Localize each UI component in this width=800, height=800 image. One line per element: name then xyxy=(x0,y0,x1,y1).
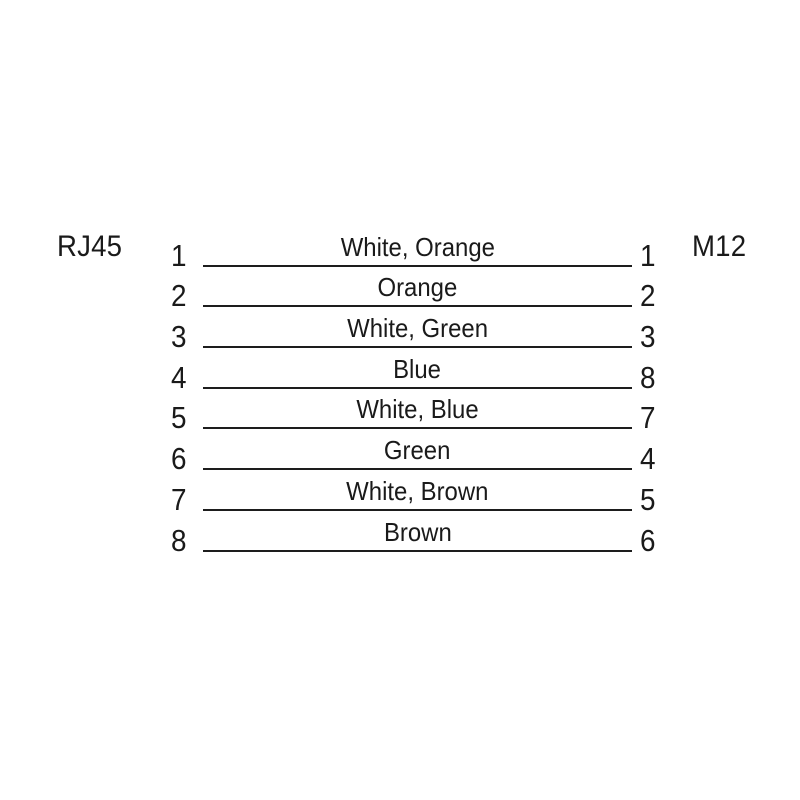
wire-line xyxy=(203,387,632,389)
wire-color-label: Green xyxy=(384,435,451,465)
wire-color-label: White, Orange xyxy=(340,232,495,262)
left-pin-number: 7 xyxy=(171,482,187,517)
left-pin-number: 3 xyxy=(171,319,187,354)
left-pin-number: 5 xyxy=(171,400,187,435)
wire-color-label: White, Green xyxy=(347,313,488,343)
left-pin-number: 8 xyxy=(171,523,187,558)
wire-line xyxy=(203,265,632,267)
wire-line xyxy=(203,427,632,429)
wire-line xyxy=(203,346,632,348)
wire-color-label: White, Brown xyxy=(346,476,489,506)
wire-line xyxy=(203,305,632,307)
right-pin-number: 7 xyxy=(640,400,656,435)
right-pin-number: 6 xyxy=(640,523,656,558)
right-pin-number: 4 xyxy=(640,441,656,476)
right-pin-number: 3 xyxy=(640,319,656,354)
left-pin-number: 6 xyxy=(171,441,187,476)
wire-line xyxy=(203,468,632,470)
right-pin-number: 5 xyxy=(640,482,656,517)
right-pin-number: 8 xyxy=(640,360,656,395)
right-connector-title: M12 xyxy=(692,230,747,263)
left-pin-number: 4 xyxy=(171,360,187,395)
left-pin-number: 1 xyxy=(171,238,187,273)
right-pin-number: 2 xyxy=(640,278,656,313)
wire-color-label: Orange xyxy=(377,272,458,302)
wire-color-label: Blue xyxy=(393,354,442,384)
wire-color-label: Brown xyxy=(383,517,452,547)
left-pin-number: 2 xyxy=(171,278,187,313)
wire-line xyxy=(203,509,632,511)
right-pin-number: 1 xyxy=(640,238,656,273)
wire-color-label: White, Blue xyxy=(356,394,479,424)
left-connector-title: RJ45 xyxy=(57,230,123,263)
wire-line xyxy=(203,550,632,552)
